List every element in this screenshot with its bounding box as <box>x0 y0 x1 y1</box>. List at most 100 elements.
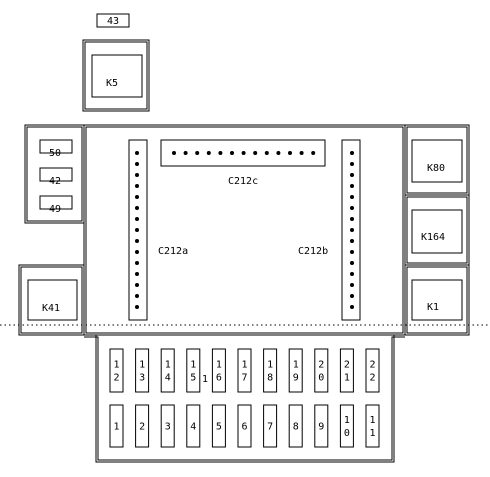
connector-c212a: C212a <box>128 139 188 321</box>
fuse-outline <box>237 348 252 393</box>
connector-pin <box>350 272 354 276</box>
connector-pin <box>311 151 316 155</box>
fuse-outline <box>160 348 175 393</box>
connector-c212a-label: C212a <box>158 246 188 257</box>
relay-42-label: 42 <box>49 176 61 187</box>
fuse-outline <box>237 404 252 448</box>
connector-pin <box>135 294 139 298</box>
fuse: 6 <box>237 404 252 448</box>
fuse: 11 <box>365 404 380 448</box>
fuse-number: 1 <box>114 360 120 371</box>
connector-c212c-label: C212c <box>228 176 258 187</box>
connector-pin <box>218 151 223 155</box>
fuse-outline <box>186 404 201 448</box>
connector-pin <box>135 228 139 232</box>
fuse-number: 1 <box>370 415 376 426</box>
relay-k164: K164 <box>404 194 470 266</box>
connector-pin <box>350 228 354 232</box>
fuse-gap-label: 1 <box>202 374 208 385</box>
fuse-outline <box>314 404 329 448</box>
fuse-outline <box>186 348 201 393</box>
fuse: 10 <box>339 404 354 448</box>
fuse-number: 5 <box>190 373 196 384</box>
fuse-number: 1 <box>370 428 376 439</box>
relay-49-label: 49 <box>49 204 61 215</box>
connector-c212b: C212b <box>298 139 361 321</box>
connector-pin <box>135 162 139 166</box>
fuse-number: 6 <box>242 422 248 433</box>
fuse-number: 7 <box>242 373 248 384</box>
fuse-outline <box>365 348 380 393</box>
fuse-number: 7 <box>267 422 273 433</box>
connector-pin <box>135 305 139 309</box>
connector-pin <box>350 294 354 298</box>
fuse: 17 <box>237 348 252 393</box>
fuse: 21 <box>339 348 354 393</box>
relay-k5: K5 <box>82 39 150 112</box>
connector-pin <box>299 151 304 155</box>
fuse-number: 1 <box>344 415 350 426</box>
fuse: 3 <box>160 404 175 448</box>
fuse: 8 <box>288 404 303 448</box>
relay-k5-label: K5 <box>106 78 118 89</box>
fuse-number: 2 <box>139 422 145 433</box>
relay-block-left: 50 42 49 <box>24 124 85 224</box>
connector-pin <box>241 151 246 155</box>
connector-pin <box>350 173 354 177</box>
relay-42: 42 <box>39 167 73 187</box>
fuse: 20 <box>314 348 329 393</box>
fuse-outline <box>135 404 150 448</box>
fuse: 13 <box>135 348 150 393</box>
relay-43: 43 <box>96 13 130 28</box>
fuse: 15 <box>186 348 201 393</box>
connector-c212a-pins <box>135 151 139 309</box>
fuse-outline <box>288 348 303 393</box>
fuse-number: 2 <box>318 360 324 371</box>
connector-pin <box>135 272 139 276</box>
fuse-number: 1 <box>344 373 350 384</box>
relay-49: 49 <box>39 195 73 215</box>
relay-50: 50 <box>39 139 73 159</box>
fuse-panel <box>84 334 405 463</box>
fuse-number: 3 <box>139 373 145 384</box>
fuse-outline <box>135 348 150 393</box>
fuse: 2 <box>135 404 150 448</box>
fuse-outline <box>314 348 329 393</box>
connector-pin <box>135 283 139 287</box>
fuse-number: 1 <box>165 360 171 371</box>
connector-pin <box>350 217 354 221</box>
connector-pin <box>135 206 139 210</box>
connector-pin <box>350 283 354 287</box>
fuse-number: 1 <box>190 360 196 371</box>
fuse: 4 <box>186 404 201 448</box>
fuse-outline <box>263 348 278 393</box>
fuse-outline <box>211 404 226 448</box>
fuse-number: 1 <box>114 422 120 433</box>
relay-k41: K41 <box>18 264 85 336</box>
fuse-number: 9 <box>318 422 324 433</box>
connector-pin <box>135 173 139 177</box>
fuse-outline <box>339 348 354 393</box>
connector-pin <box>135 217 139 221</box>
fuse: 14 <box>160 348 175 393</box>
fuse-number: 1 <box>242 360 248 371</box>
fuse-number: 1 <box>216 360 222 371</box>
connector-pin <box>350 250 354 254</box>
fuse: 7 <box>263 404 278 448</box>
fuse-number: 2 <box>370 360 376 371</box>
relay-k164-label: K164 <box>421 232 445 243</box>
connector-c212b-label: C212b <box>298 246 328 257</box>
relay-43-label: 43 <box>107 16 119 27</box>
connector-pin <box>350 184 354 188</box>
fuse: 16 <box>211 348 226 393</box>
fuse-outline <box>160 404 175 448</box>
fuse-number: 3 <box>165 422 171 433</box>
fuse: 12 <box>109 348 124 393</box>
fuse-number: 8 <box>293 422 299 433</box>
fuse-outline <box>109 404 124 448</box>
fuse-outline <box>263 404 278 448</box>
fuse: 19 <box>288 348 303 393</box>
connector-pin <box>253 151 258 155</box>
